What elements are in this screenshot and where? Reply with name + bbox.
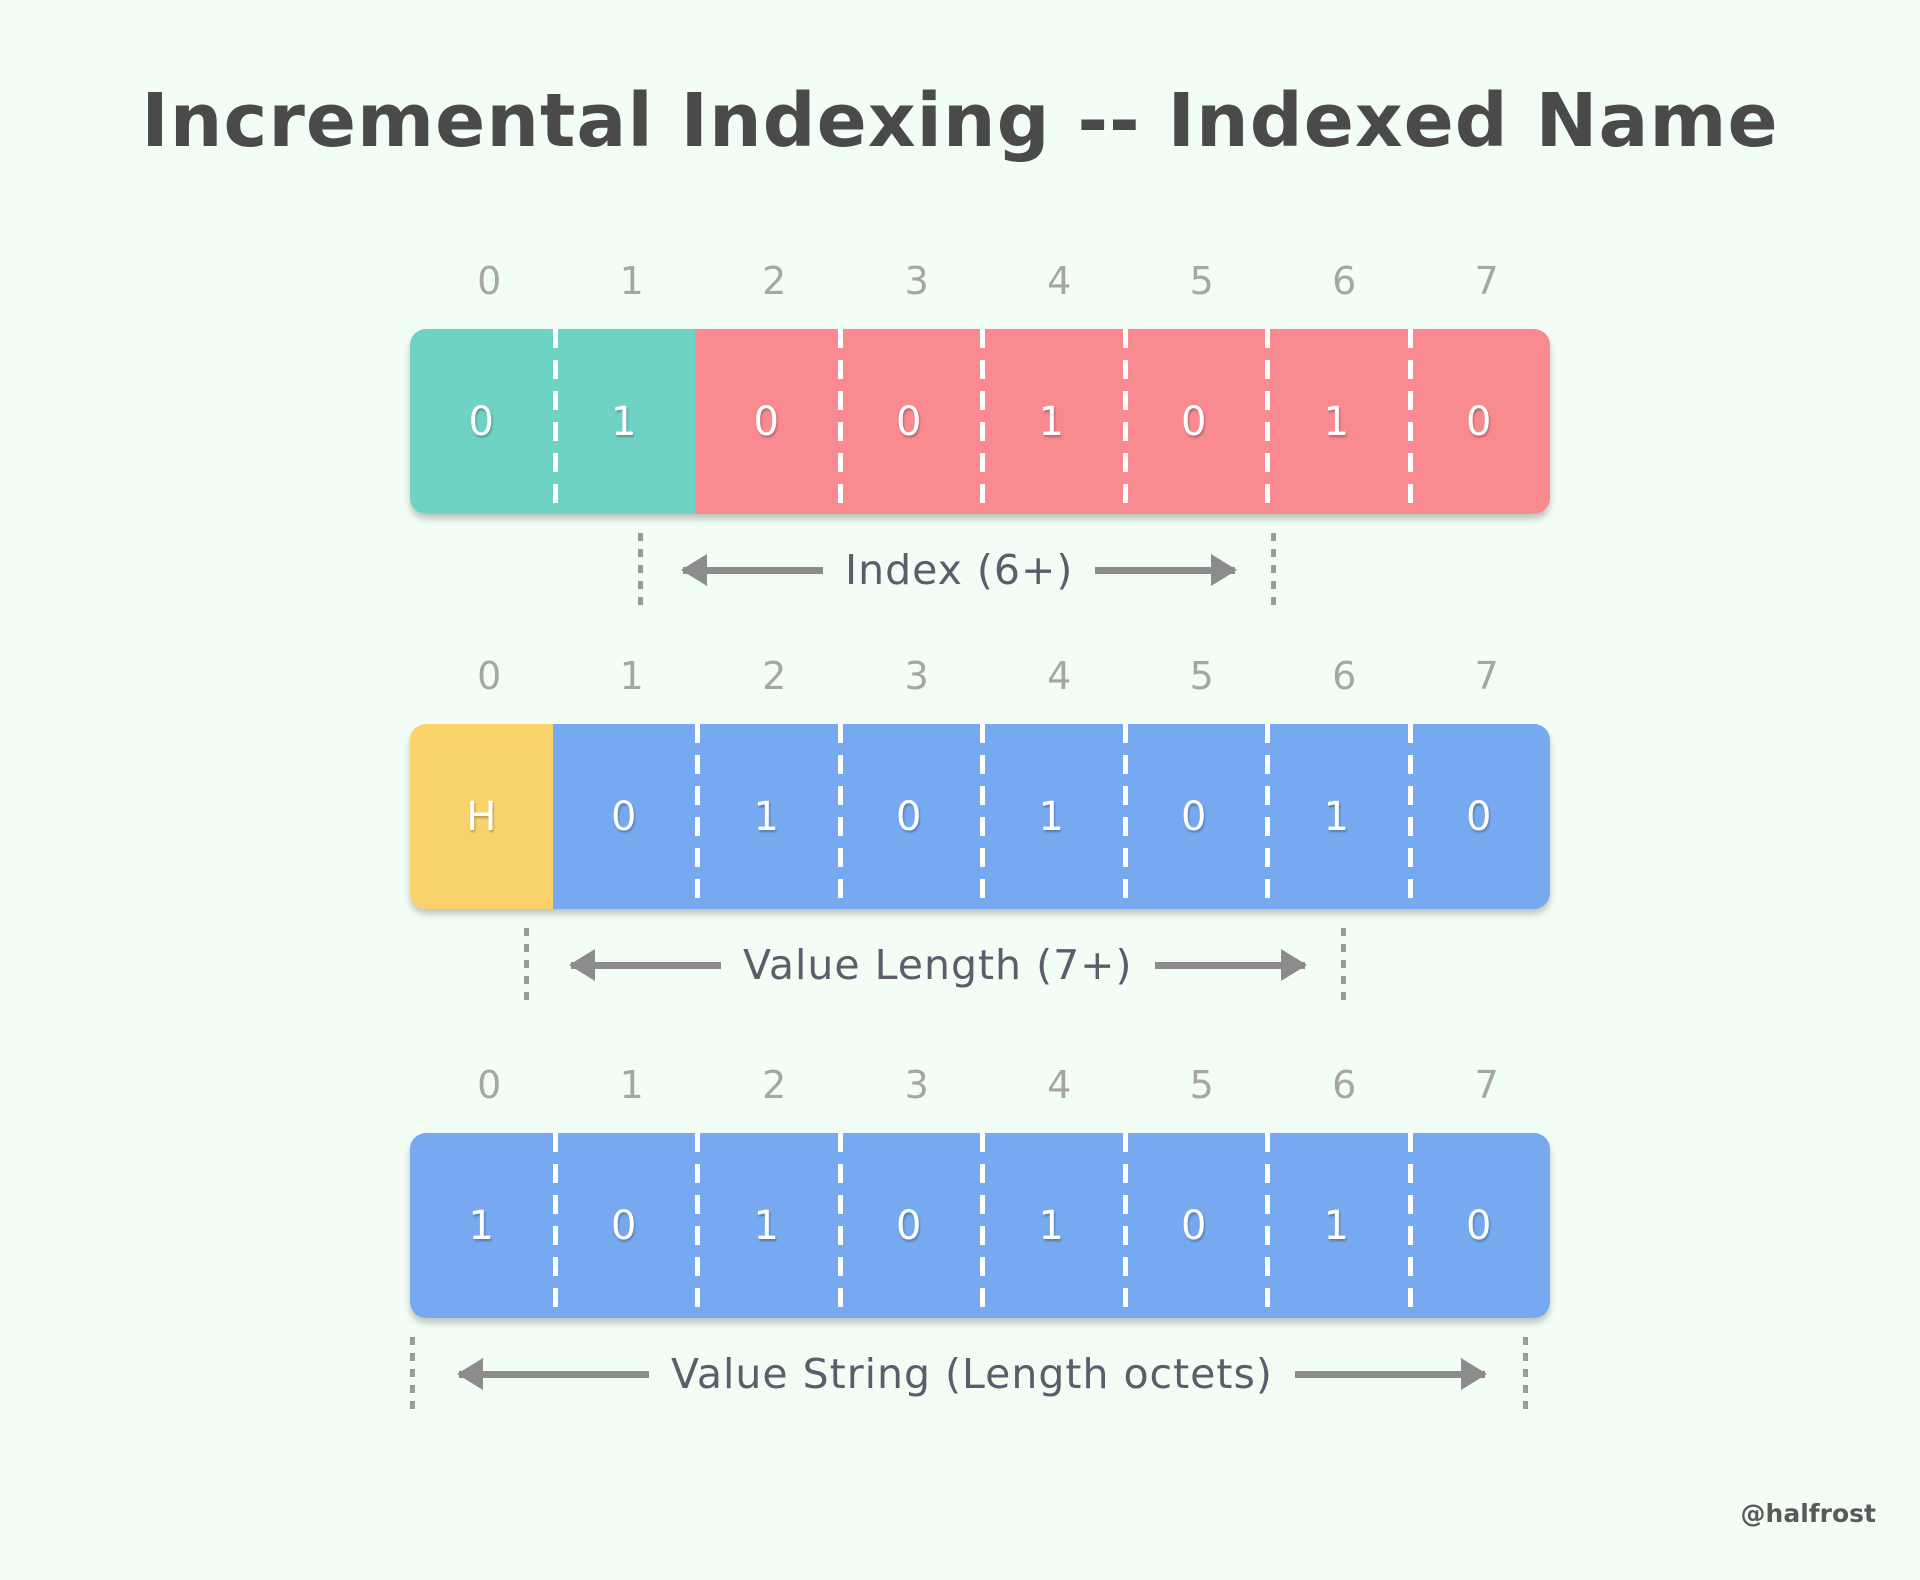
bit-cell: 1 — [695, 1133, 838, 1318]
value-string-bit-bar: 1 0 1 0 1 0 1 0 — [410, 1133, 1550, 1318]
bit-ruler-value-string: 0 1 2 3 4 5 6 7 — [418, 1059, 1558, 1111]
bit-cell: 1 — [552, 329, 695, 514]
annotation-start-marker — [638, 533, 643, 607]
bit-cell: 0 — [837, 724, 980, 909]
bit-cell: 0 — [1122, 724, 1265, 909]
annotation-end-marker — [1340, 928, 1346, 1002]
bit-cell: 0 — [1122, 1133, 1265, 1318]
ruler-tick: 2 — [762, 1063, 787, 1107]
bit-cell: 0 — [552, 724, 695, 909]
arrow-left-icon — [683, 566, 823, 574]
annotation-start-marker — [524, 928, 529, 1002]
bit-layout-diagram: 0 1 2 3 4 5 6 7 0 1 0 0 1 0 1 0 Index (6… — [410, 255, 1550, 1420]
ruler-tick: 1 — [619, 654, 644, 698]
ruler-tick: 0 — [477, 654, 502, 698]
arrow-left-icon — [571, 961, 721, 969]
arrow-right-icon — [1154, 961, 1305, 969]
annotation-end-marker — [1271, 533, 1277, 607]
ruler-tick: 0 — [477, 259, 502, 303]
ruler-tick: 1 — [619, 1063, 644, 1107]
bit-cell: 1 — [1265, 329, 1408, 514]
bit-cell: 0 — [552, 1133, 695, 1318]
bit-cell: H — [410, 724, 553, 909]
row-spacer — [410, 616, 1550, 650]
ruler-tick: 4 — [1047, 1063, 1072, 1107]
bit-cell: 1 — [1265, 724, 1408, 909]
bit-cell: 0 — [1407, 1133, 1550, 1318]
annotation-start-marker — [410, 1337, 415, 1411]
bit-ruler-value-length: 0 1 2 3 4 5 6 7 — [418, 650, 1558, 702]
value-length-bit-bar: H 0 1 0 1 0 1 0 — [410, 724, 1550, 909]
arrow-right-icon — [1294, 1370, 1485, 1378]
arrow-right-icon — [1095, 566, 1236, 574]
value-string-block: 0 1 2 3 4 5 6 7 1 0 1 0 1 0 1 0 Value St… — [410, 1059, 1550, 1420]
bit-cell: 0 — [1407, 329, 1550, 514]
ruler-tick: 7 — [1474, 654, 1499, 698]
ruler-tick: 7 — [1474, 259, 1499, 303]
ruler-tick: 3 — [904, 259, 929, 303]
bit-cell: 0 — [410, 329, 553, 514]
ruler-tick: 4 — [1047, 259, 1072, 303]
ruler-tick: 5 — [1189, 259, 1214, 303]
index-block: 0 1 2 3 4 5 6 7 0 1 0 0 1 0 1 0 Index (6… — [410, 255, 1550, 616]
bit-cell: 0 — [837, 1133, 980, 1318]
bit-cell: 0 — [837, 329, 980, 514]
ruler-tick: 2 — [762, 654, 787, 698]
value-string-annotation: Value String (Length octets) — [410, 1328, 1550, 1420]
bit-cell: 1 — [410, 1133, 553, 1318]
ruler-tick: 5 — [1189, 654, 1214, 698]
row-spacer — [410, 1011, 1550, 1059]
ruler-tick: 4 — [1047, 654, 1072, 698]
bit-ruler-index: 0 1 2 3 4 5 6 7 — [418, 255, 1558, 307]
bit-cell: 1 — [980, 1133, 1123, 1318]
annotation-end-marker — [1522, 1337, 1528, 1411]
ruler-tick: 1 — [619, 259, 644, 303]
bit-cell: 0 — [1407, 724, 1550, 909]
ruler-tick: 3 — [904, 1063, 929, 1107]
value-length-block: 0 1 2 3 4 5 6 7 H 0 1 0 1 0 1 0 Value Le… — [410, 650, 1550, 1011]
bit-cell: 1 — [980, 724, 1123, 909]
watermark: @halfrost — [1740, 1499, 1876, 1528]
bit-cell: 1 — [1265, 1133, 1408, 1318]
ruler-tick: 2 — [762, 259, 787, 303]
ruler-tick: 3 — [904, 654, 929, 698]
index-annotation: Index (6+) — [410, 524, 1550, 616]
ruler-tick: 0 — [477, 1063, 502, 1107]
annotation-label: Value String (Length octets) — [671, 1350, 1273, 1398]
bit-cell: 0 — [695, 329, 838, 514]
ruler-tick: 6 — [1332, 654, 1357, 698]
ruler-tick: 6 — [1332, 1063, 1357, 1107]
annotation-label: Value Length (7+) — [743, 941, 1133, 989]
bit-cell: 1 — [980, 329, 1123, 514]
index-bit-bar: 0 1 0 0 1 0 1 0 — [410, 329, 1550, 514]
bit-cell: 0 — [1122, 329, 1265, 514]
ruler-tick: 7 — [1474, 1063, 1499, 1107]
value-length-annotation: Value Length (7+) — [410, 919, 1550, 1011]
arrow-left-icon — [459, 1370, 649, 1378]
ruler-tick: 6 — [1332, 259, 1357, 303]
bit-cell: 1 — [695, 724, 838, 909]
page-title: Incremental Indexing -- Indexed Name — [141, 78, 1779, 164]
annotation-label: Index (6+) — [845, 546, 1074, 594]
ruler-tick: 5 — [1189, 1063, 1214, 1107]
